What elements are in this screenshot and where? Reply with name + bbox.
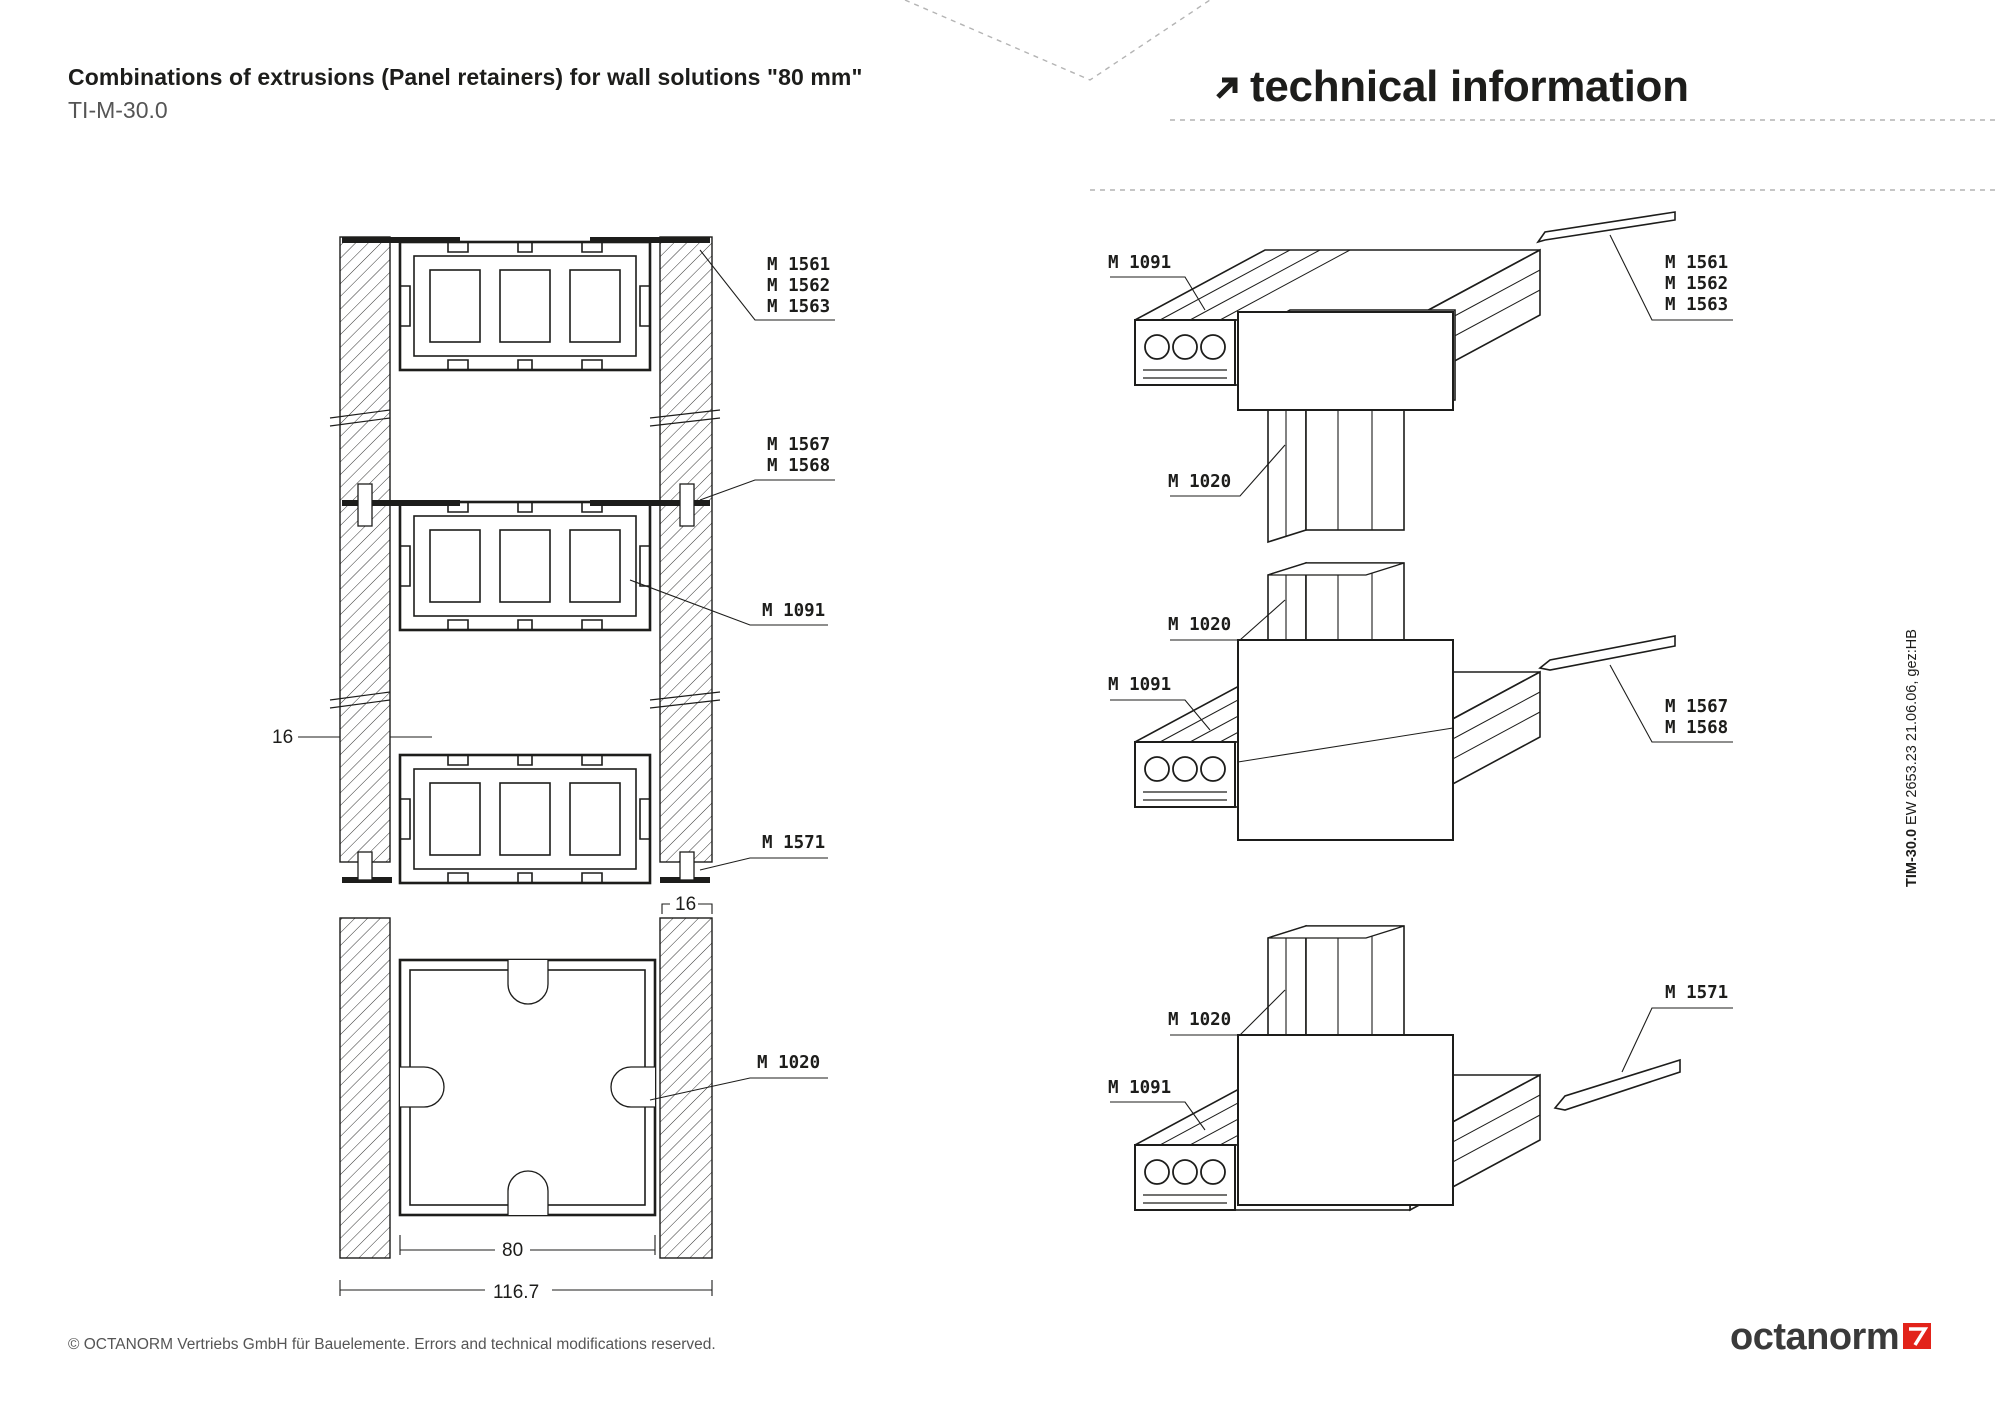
iso-assembly-bottom: M 1020 M 1091 M 1571 — [1108, 925, 1733, 1211]
brand-name: octanorm — [1730, 1316, 1900, 1358]
label-m1091-iso-bottom: M 1091 — [1108, 1078, 1171, 1098]
side-reference-detail: EW 2653.23 21.06.06, gez:HB — [1904, 629, 1920, 825]
label-m1020-iso-middle: M 1020 — [1168, 615, 1231, 635]
label-m1567-section: M 1567 — [767, 435, 830, 455]
label-m1091-section: M 1091 — [762, 601, 825, 621]
section-header: technical information — [1214, 62, 1689, 112]
iso-assembly-middle: M 1020 M 1091 M 1567 M 1568 — [1108, 562, 1733, 841]
label-m1020-section: M 1020 — [757, 1053, 820, 1073]
label-m1020-iso-bottom: M 1020 — [1168, 1010, 1231, 1030]
section-dimensions: 16 16 80 116.7 — [272, 727, 713, 1303]
dim-overall-width: 116.7 — [493, 1282, 539, 1303]
document-code: TI-M-30.0 — [68, 97, 168, 123]
label-m1567-iso: M 1567 — [1665, 697, 1728, 717]
retainer-m1571-iso — [1553, 1058, 1681, 1111]
side-reference-code: TIM-30.0 — [1904, 828, 1920, 887]
label-m1571-iso: M 1571 — [1665, 983, 1728, 1003]
label-m1020-iso-top: M 1020 — [1168, 472, 1231, 492]
label-m1568-section: M 1568 — [767, 456, 830, 476]
label-m1561-iso: M 1561 — [1665, 253, 1728, 273]
label-m1091-iso-top: M 1091 — [1108, 253, 1171, 273]
label-m1563-iso: M 1563 — [1665, 295, 1728, 315]
dim-panel-left: 16 — [272, 727, 293, 748]
label-m1561-section: M 1561 — [767, 255, 830, 275]
section-view: M 1561 M 1562 M 1563 M 1567 M 1568 M 109… — [272, 236, 835, 1303]
rail-profile-bottom — [398, 753, 652, 885]
brand-logo: octanorm — [1730, 1316, 1933, 1359]
side-reference: TIM-30.0 EW 2653.23 21.06.06, gez:HB — [1904, 629, 1920, 887]
footer-copyright: © OCTANORM Vertriebs GmbH für Bauelement… — [68, 1336, 716, 1353]
header-frame-line — [904, 0, 2000, 191]
arrow-icon — [1214, 62, 1240, 112]
label-m1563-section: M 1563 — [767, 297, 830, 317]
label-m1568-iso: M 1568 — [1665, 718, 1728, 738]
post-profile — [398, 958, 657, 1217]
brand-mark-icon — [1903, 1321, 1933, 1354]
iso-assembly-top: M 1091 M 1020 M 1561 M 1562 M 1563 — [1108, 211, 1733, 543]
section-header-label: technical information — [1250, 62, 1689, 111]
label-m1571-section: M 1571 — [762, 833, 825, 853]
label-m1562-section: M 1562 — [767, 276, 830, 296]
section-labels: M 1561 M 1562 M 1563 M 1567 M 1568 M 109… — [629, 249, 835, 1101]
label-m1562-iso: M 1562 — [1665, 274, 1728, 294]
rail-profile-middle — [398, 500, 652, 632]
retainer-m1561-iso — [1536, 211, 1676, 244]
dim-post-width: 80 — [502, 1240, 523, 1261]
dim-panel-right: 16 — [675, 894, 696, 915]
retainer-m1567-iso — [1538, 635, 1676, 671]
rail-profile-top — [398, 240, 652, 372]
label-m1091-iso-middle: M 1091 — [1108, 675, 1171, 695]
page-title: Combinations of extrusions (Panel retain… — [68, 64, 863, 90]
